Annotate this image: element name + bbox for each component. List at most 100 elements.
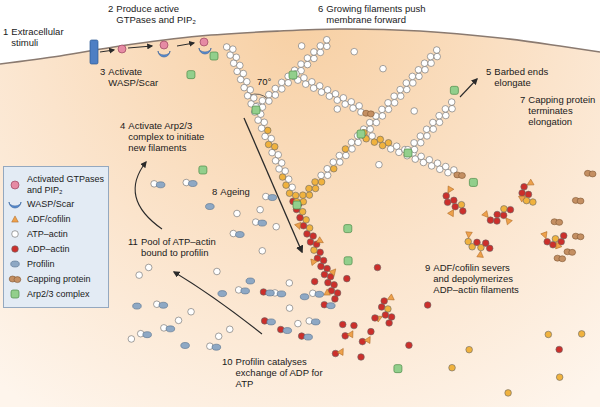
actin-subunit [262, 133, 269, 140]
actin-subunit [223, 44, 230, 51]
arp23-complex [210, 52, 218, 60]
callout: 8Ageing [212, 186, 250, 197]
actin-subunit [233, 54, 240, 61]
actin-subunit [145, 264, 152, 271]
elongation-arrow [460, 79, 477, 97]
actin-subunit [396, 149, 403, 156]
legend-row: ADF/cofilin [7, 213, 105, 225]
actin-subunit [519, 190, 526, 197]
callout-number: 1 [3, 26, 8, 37]
arp23-complex [11, 290, 19, 298]
legend-symbol [7, 273, 23, 285]
actin-subunit [367, 126, 374, 133]
actin-subunit [449, 364, 456, 371]
actin-subunit [302, 81, 309, 88]
legend-row: Arp2/3 complex [7, 288, 105, 300]
callout-number: 7 [520, 94, 525, 105]
legend-symbol [7, 243, 23, 255]
profilin [283, 328, 292, 334]
profilin [166, 326, 175, 332]
arp23-complex [344, 225, 352, 233]
actin-subunit [372, 315, 379, 322]
branch-filament [405, 99, 456, 153]
actin-subunit [428, 163, 435, 170]
actin-subunit [358, 354, 365, 361]
actin-subunit [374, 264, 381, 271]
actin-subunit [505, 390, 512, 397]
receptor [90, 40, 98, 64]
actin-subunit [379, 113, 386, 120]
legend-symbol [7, 198, 23, 210]
actin-subunit [285, 176, 292, 183]
actin-subunit [556, 346, 563, 353]
actin-subunit [286, 190, 293, 197]
capping-protein [584, 170, 596, 177]
actin-subunit [324, 165, 331, 172]
legend-symbol [7, 228, 23, 240]
actin-subunit [388, 314, 395, 321]
actin-subunit [312, 179, 319, 186]
actin-subunit [391, 93, 398, 100]
actin-subunit [430, 126, 437, 133]
actin-subunit [300, 222, 307, 229]
actin-subunit [237, 76, 244, 83]
actin-subunit [427, 53, 434, 60]
callout-number: 4 [120, 120, 125, 131]
actin-subunit [311, 55, 318, 62]
actin-subunit [560, 232, 567, 239]
capping-protein-lobe [459, 173, 466, 179]
actin-subunit [272, 92, 279, 99]
callout: 9ADF/cofilin severs and depolymerizes AD… [425, 262, 525, 295]
actin-subunit [324, 172, 331, 179]
adf-cofilin [324, 289, 331, 295]
actin-subunit [348, 139, 355, 146]
actin-subunit [273, 223, 280, 230]
actin-subunit [250, 95, 257, 102]
actin-subunit [556, 374, 563, 381]
callout: 6Growing filaments push membrane forward [318, 3, 448, 25]
actin-subunit [410, 80, 417, 87]
arp23-complex [187, 71, 195, 79]
capping-protein-lobe [556, 219, 563, 225]
adf-cofilin [316, 237, 325, 246]
activated-gtpase [160, 41, 168, 49]
actin-subunit [334, 106, 341, 113]
adf-cofilin [445, 186, 454, 195]
actin-subunit [387, 146, 394, 153]
legend-label: ATP–actin [27, 229, 68, 240]
process-arrow [135, 162, 162, 229]
actin-subunit [487, 217, 494, 224]
actin-subunit [244, 92, 251, 99]
actin-subunit [550, 241, 557, 248]
actin-subunit [340, 95, 347, 102]
adf-cofilin [329, 267, 338, 276]
actin-subunit [445, 169, 452, 176]
actin-subunit [272, 85, 279, 92]
actin-subunit [272, 157, 279, 164]
profilin [218, 291, 227, 297]
actin-subunit [494, 218, 501, 225]
actin-subunit [397, 86, 404, 93]
arp23-complex [404, 149, 412, 157]
callout-number: 5 [486, 66, 491, 77]
profilin [300, 294, 309, 300]
profilin [277, 291, 286, 297]
profilin [181, 342, 190, 348]
legend-label: Activated GTPases and PIP₂ [27, 174, 105, 195]
adf-cofilin [477, 251, 484, 258]
profilin [258, 220, 267, 226]
capping-protein-lobe [14, 277, 21, 283]
actin-subunit [304, 61, 311, 68]
actin-subunit [443, 193, 450, 200]
arp23-complex [199, 166, 207, 174]
actin-subunit [265, 141, 272, 148]
activated-gtpase [200, 38, 208, 46]
actin-subunit [271, 143, 278, 150]
actin-subunit [380, 65, 387, 72]
legend-row: Capping protein [7, 273, 105, 285]
actin-subunit [226, 326, 233, 333]
actin-subunit [312, 185, 319, 192]
actin-subunit [422, 66, 429, 73]
actin-subunit [334, 290, 341, 297]
activated-gtpase [11, 181, 19, 189]
